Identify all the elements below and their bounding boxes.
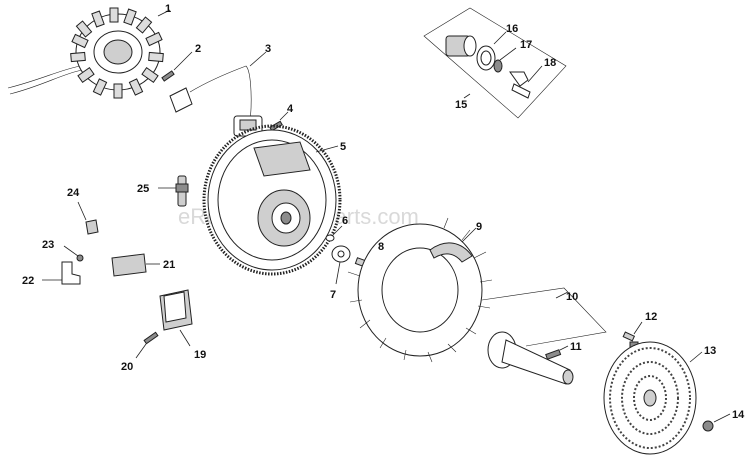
part-bolt-11 [545,345,569,360]
callout-11: 11 [570,341,582,353]
callout-9: 9 [476,221,482,233]
callout-17: 17 [520,39,532,51]
part-bracket-22 [42,261,81,285]
part-fan [347,217,493,363]
callout-5: 5 [340,141,346,153]
part-screw-20 [135,331,159,359]
part-rectifier [159,289,193,347]
callout-19: 19 [194,349,206,361]
callout-10: 10 [566,291,578,303]
callout-6: 6 [342,215,348,227]
callout-22: 22 [22,275,34,287]
callout-20: 20 [121,361,133,373]
callout-3: 3 [265,43,271,55]
callout-15: 15 [455,99,467,111]
part-screw-2 [161,51,193,82]
part-spark-plug [158,175,189,207]
callout-8: 8 [378,241,384,253]
callout-14: 14 [732,409,745,421]
part-key-switch-group [423,7,567,119]
callout-4: 4 [287,103,294,115]
callout-1: 1 [165,3,171,15]
part-screw-4 [269,111,289,132]
part-terminal-24 [77,201,99,235]
part-ignition-module [169,51,267,137]
callout-7: 7 [330,289,336,301]
part-drive-hub [481,287,607,385]
part-washer-7 [331,245,351,285]
callout-2: 2 [195,43,201,55]
callout-12: 12 [645,311,657,323]
part-key-6 [325,225,343,242]
part-screw-23 [63,245,84,262]
callout-21: 21 [163,259,175,271]
callout-16: 16 [506,23,518,35]
part-block-21 [111,253,160,277]
callout-24: 24 [67,187,80,199]
part-nut-14 [702,413,731,432]
callout-labels: 1 2 3 4 5 6 7 8 9 10 11 12 13 14 15 16 1… [22,3,745,421]
callout-18: 18 [544,57,556,69]
part-screen [603,341,703,455]
part-stator [7,7,171,99]
callout-23: 23 [42,239,54,251]
callout-13: 13 [704,345,716,357]
part-flywheel [202,124,342,276]
callout-25: 25 [137,183,149,195]
